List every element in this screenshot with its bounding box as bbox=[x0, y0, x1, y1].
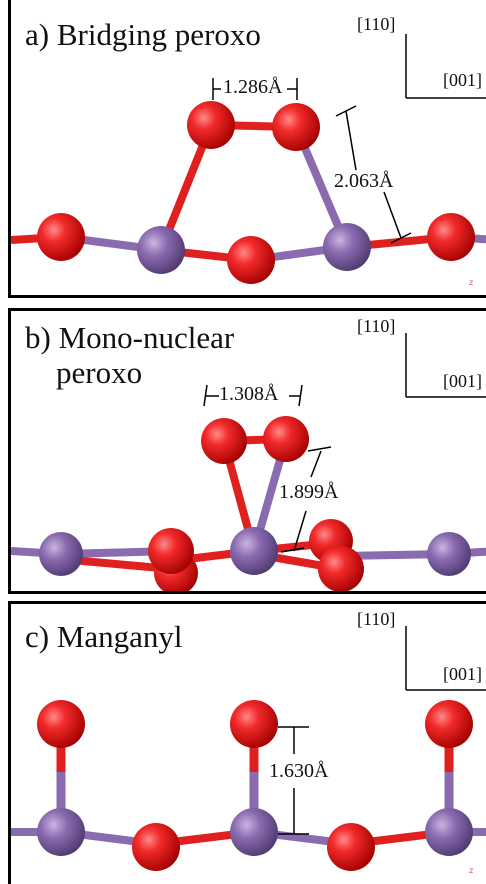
oxygen-atom bbox=[318, 546, 364, 591]
measure-lines bbox=[212, 78, 412, 244]
panel-manganyl: c) Manganyl [110] [001] 1.630Å z bbox=[8, 601, 486, 884]
structure-bridging-peroxo bbox=[11, 34, 486, 284]
peroxo-oxygen-atom bbox=[263, 416, 309, 462]
peroxo-oxygen-atom bbox=[187, 101, 235, 149]
atoms bbox=[37, 700, 473, 871]
manganese-atom bbox=[425, 808, 473, 856]
panel-mono-nuclear-peroxo: b) Mono-nuclear peroxo [110] [001] 1.308… bbox=[8, 308, 486, 594]
mn-o-bond-length-label: 1.630Å bbox=[269, 760, 329, 782]
structure-mono-nuclear-peroxo bbox=[11, 333, 486, 591]
axis-label-horizontal: [001] bbox=[443, 371, 482, 391]
mn-o-bond-length-label: 2.063Å bbox=[334, 170, 394, 192]
manganese-atom bbox=[37, 808, 85, 856]
z-axis-marker: z bbox=[469, 866, 474, 875]
manganese-atom bbox=[323, 223, 371, 271]
peroxo-bond-length-label: 1.286Å bbox=[223, 76, 283, 98]
panel-title: a) Bridging peroxo bbox=[25, 17, 261, 52]
axis-label-horizontal: [001] bbox=[443, 70, 482, 90]
manganese-atom bbox=[427, 532, 471, 576]
axis-label-vertical: [110] bbox=[357, 316, 396, 336]
z-axis-marker: z bbox=[469, 278, 474, 287]
oxygen-atom bbox=[230, 700, 278, 748]
peroxo-oxygen-atom bbox=[201, 418, 247, 464]
measure-lines bbox=[203, 384, 332, 553]
panel-title: b) Mono-nuclear peroxo bbox=[25, 320, 235, 390]
peroxo-oxygen-atom bbox=[272, 103, 320, 151]
peroxo-bond-length-label: 1.308Å bbox=[219, 383, 279, 405]
oxygen-atom bbox=[425, 700, 473, 748]
oxygen-atom bbox=[148, 528, 194, 574]
axis-label-vertical: [110] bbox=[357, 14, 396, 34]
measure-lines bbox=[278, 726, 309, 835]
manganese-atom bbox=[230, 808, 278, 856]
oxygen-atom bbox=[327, 823, 375, 871]
atoms bbox=[37, 101, 475, 284]
manganese-atom bbox=[137, 226, 185, 274]
panel-bridging-peroxo: a) Bridging peroxo [110] [001] 1.286Å 2.… bbox=[8, 0, 486, 298]
oxygen-atom bbox=[427, 213, 475, 261]
oxygen-atom bbox=[227, 236, 275, 284]
manganese-atom bbox=[39, 532, 83, 576]
axis-label-vertical: [110] bbox=[357, 609, 396, 629]
oxygen-atom bbox=[37, 700, 85, 748]
axis-label-horizontal: [001] bbox=[443, 664, 482, 684]
mn-o-bond-length-label: 1.899Å bbox=[279, 481, 339, 503]
manganese-atom bbox=[230, 527, 278, 575]
atoms bbox=[39, 416, 471, 591]
structure-manganyl bbox=[11, 626, 486, 871]
oxygen-atom bbox=[132, 823, 180, 871]
oxygen-atom bbox=[37, 213, 85, 261]
panel-title: c) Manganyl bbox=[25, 619, 183, 654]
